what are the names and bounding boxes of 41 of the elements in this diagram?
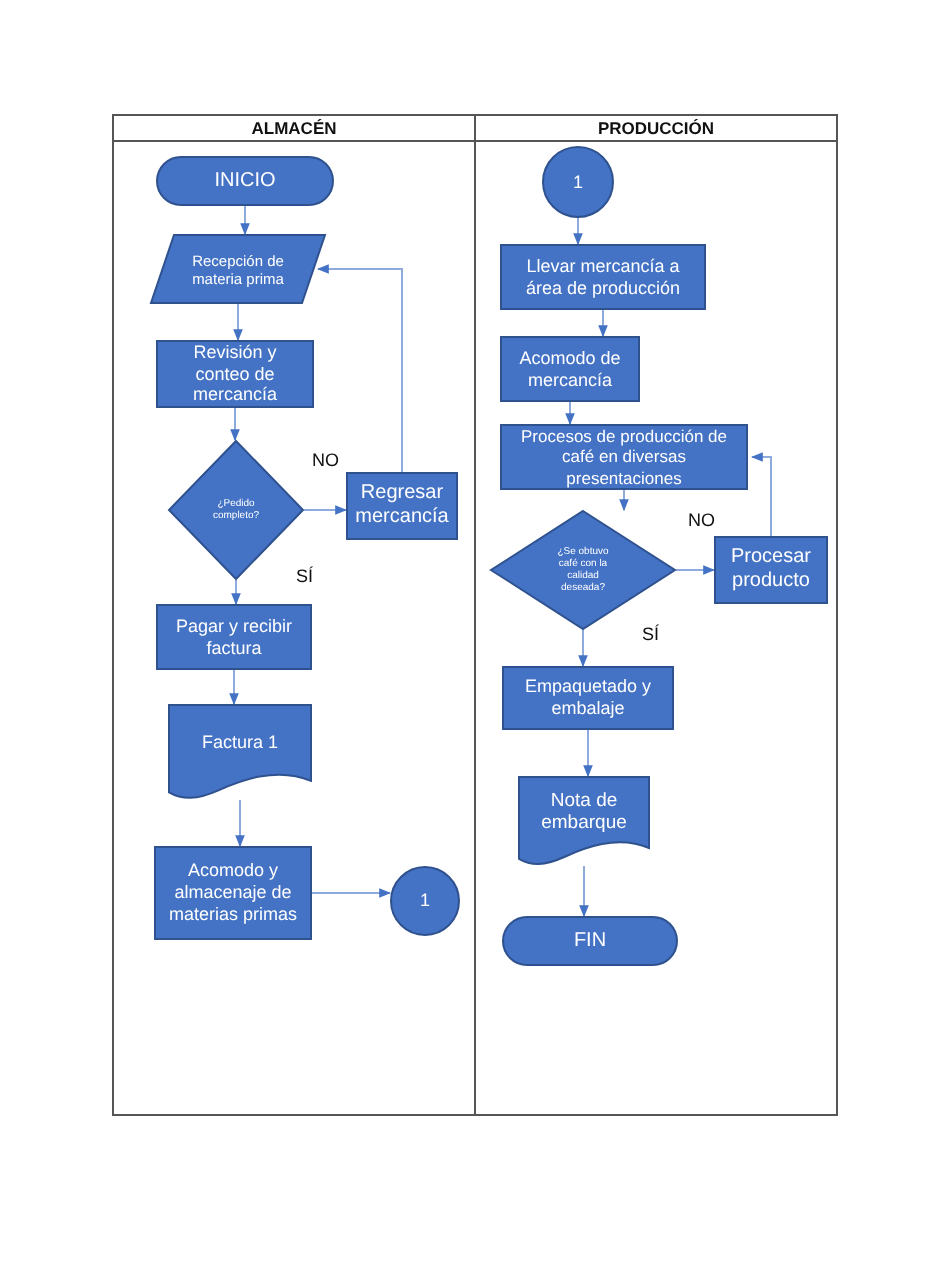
edge-label: NO [310,450,341,472]
arrow [579,865,589,918]
swimlane [112,114,476,1116]
arrow [578,629,588,668]
arrow [233,303,243,342]
terminator-pill: INICIO [156,156,334,206]
arrow [573,217,583,246]
arrow [675,565,716,575]
document-shape: Factura 1 [168,704,312,800]
arrow [565,401,575,426]
swimlane [474,114,838,1116]
arrow [598,309,608,338]
process-box: Pagar y recibir factura [156,604,312,670]
edge-label: SÍ [640,624,662,646]
lane-header: ALMACÉN [114,116,474,142]
lane-header: PRODUCCIÓN [476,116,836,142]
edge-label: SÍ [294,566,316,588]
arrow [230,407,240,442]
arrow [235,799,245,848]
connector-circle: 1 [390,866,460,936]
process-box: Empaquetado y embalaje [502,666,674,730]
arrow [303,505,348,515]
process-box: Revisión y conteo de mercancía [156,340,314,408]
process-box: Procesos de producción de café en diversas presentaciones [500,424,748,490]
arrow [750,452,772,537]
process-box: Llevar mercancía a área de producción [500,244,706,310]
document-shape: Nota de embarque [518,776,650,866]
process-box: Procesar producto [714,536,828,604]
arrow [583,729,593,778]
process-box: Acomodo y almacenaje de materias primas [154,846,312,940]
arrow [619,489,629,512]
process-box: Acomodo de mercancía [500,336,640,402]
arrow [229,669,239,706]
edge-label: NO [686,510,717,532]
arrow [316,264,403,473]
terminator-pill: FIN [502,916,678,966]
arrow [240,205,250,236]
arrow [311,888,392,898]
connector-circle: 1 [542,146,614,218]
process-box: Regresar mercancía [346,472,458,540]
arrow [231,579,241,606]
